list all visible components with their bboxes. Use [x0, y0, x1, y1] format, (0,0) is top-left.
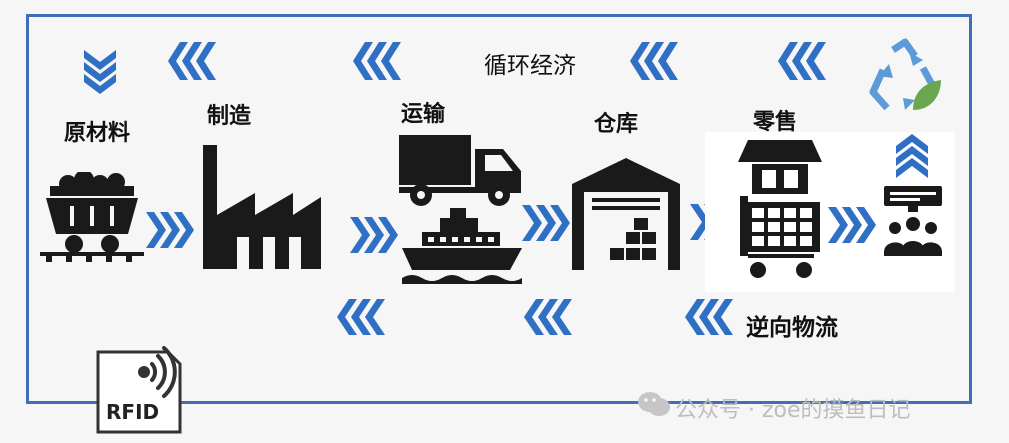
stage-transport-label: 运输: [401, 102, 446, 127]
rfid-label: RFID: [106, 400, 160, 424]
wechat-icon: [638, 392, 670, 416]
chevron-left-icon: [778, 42, 826, 80]
mine-cart-icon: [40, 172, 144, 262]
stage-raw-label: 原材料: [64, 121, 131, 146]
down-chevron-icon: [84, 50, 116, 94]
chevron-left-icon: [524, 299, 572, 335]
warehouse-icon: [572, 158, 680, 270]
chevron-right-icon: [828, 207, 876, 243]
circular-economy-title: 循环经济: [484, 53, 576, 79]
chevron-right-icon: [146, 212, 194, 248]
stage-retail-label: 零售: [753, 110, 798, 135]
reverse-logistics-label: 逆向物流: [746, 315, 838, 341]
factory-icon: [203, 145, 321, 269]
chevron-right-icon: [522, 205, 570, 241]
shop-cart-icon: [738, 140, 822, 278]
rfid-tag-icon: [96, 346, 182, 434]
watermark-text: 公众号 · zoe的摸鱼日记: [675, 398, 911, 423]
ship-icon: [402, 208, 522, 284]
chevron-left-icon: [337, 299, 385, 335]
up-chevron-icon: [896, 134, 928, 178]
rfid-tag: RFID: [96, 342, 182, 434]
diagram-frame: [26, 14, 972, 404]
stage-warehouse-label: 仓库: [594, 112, 639, 137]
chevron-left-icon: [168, 42, 216, 80]
chevron-left-icon: [685, 299, 733, 335]
truck-icon: [399, 135, 521, 206]
recycle-icon: [869, 38, 941, 111]
chevron-left-icon: [353, 42, 401, 80]
chevron-right-icon: [350, 217, 398, 253]
people-screen-icon: [884, 186, 942, 256]
stage-manufacture-label: 制造: [207, 104, 252, 129]
chevron-left-icon: [630, 42, 678, 80]
